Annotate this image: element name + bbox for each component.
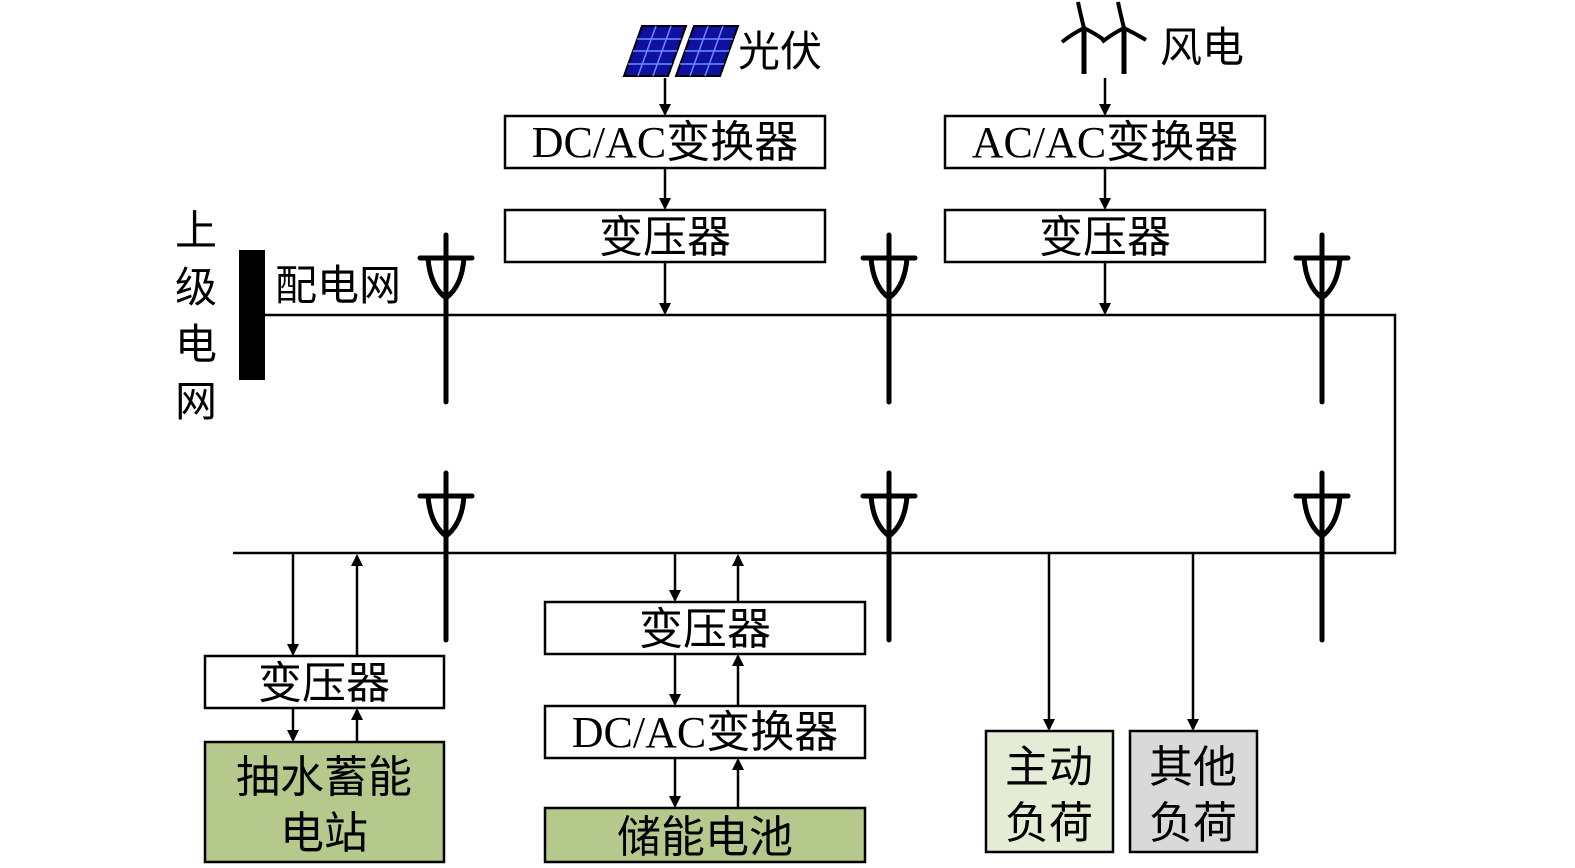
battery-label: 储能电池: [617, 813, 793, 862]
pumped-storage-label-line-1: 抽水蓄能: [236, 753, 412, 802]
battery-transformer-box: [543, 600, 867, 656]
distribution-grid-label: 配电网: [275, 261, 401, 310]
battery-box: [543, 806, 867, 864]
other-load-label-line-2: 负荷: [1149, 799, 1237, 848]
pv-converter-box: [503, 114, 827, 170]
pumped-storage-label-line-2: 电站: [280, 809, 368, 858]
upstream-grid-char-4: 网: [175, 377, 217, 426]
solar-panel-icon: [622, 25, 740, 77]
wind-turbine-icon: [1060, 1, 1148, 74]
other-load-label-line-1: 其他: [1149, 743, 1237, 792]
wind-converter-box: [943, 114, 1267, 170]
pv-transformer-label: 变压器: [599, 213, 731, 262]
upstream-grid-char-2: 级: [175, 263, 217, 312]
battery-converter-box: [543, 704, 867, 760]
pv-converter-label: DC/AC变换器: [532, 118, 798, 167]
battery-converter-label: DC/AC变换器: [572, 708, 838, 757]
pumped-transformer-label: 变压器: [258, 659, 390, 708]
pole-icon: [1293, 232, 1351, 405]
other-load-box: [1128, 729, 1259, 854]
upstream-grid-busbar: [239, 250, 265, 380]
wind-converter-label: AC/AC变换器: [972, 118, 1238, 167]
pv-label: 光伏: [738, 27, 822, 76]
active-load-box: [984, 729, 1115, 854]
wind-transformer-box: [943, 208, 1267, 264]
active-load-label-line-2: 负荷: [1005, 799, 1093, 848]
pole-icon: [417, 470, 475, 643]
pole-icon: [860, 470, 918, 643]
pumped-transformer-box: [203, 654, 446, 710]
pole-icon: [1293, 470, 1351, 643]
pumped-storage-box: [203, 740, 446, 864]
battery-transformer-label: 变压器: [639, 605, 771, 654]
upstream-grid-label: 上 级 电 网: [175, 206, 217, 426]
pv-transformer-box: [503, 208, 827, 264]
pole-icon: [860, 232, 918, 405]
wind-transformer-label: 变压器: [1039, 213, 1171, 262]
upstream-grid-char-1: 上: [175, 206, 217, 255]
wind-label: 风电: [1160, 23, 1244, 72]
upstream-grid-char-3: 电: [175, 320, 217, 369]
active-load-label-line-1: 主动: [1005, 743, 1093, 792]
pole-icon: [417, 232, 475, 405]
main-feeder-line: [233, 313, 1397, 555]
